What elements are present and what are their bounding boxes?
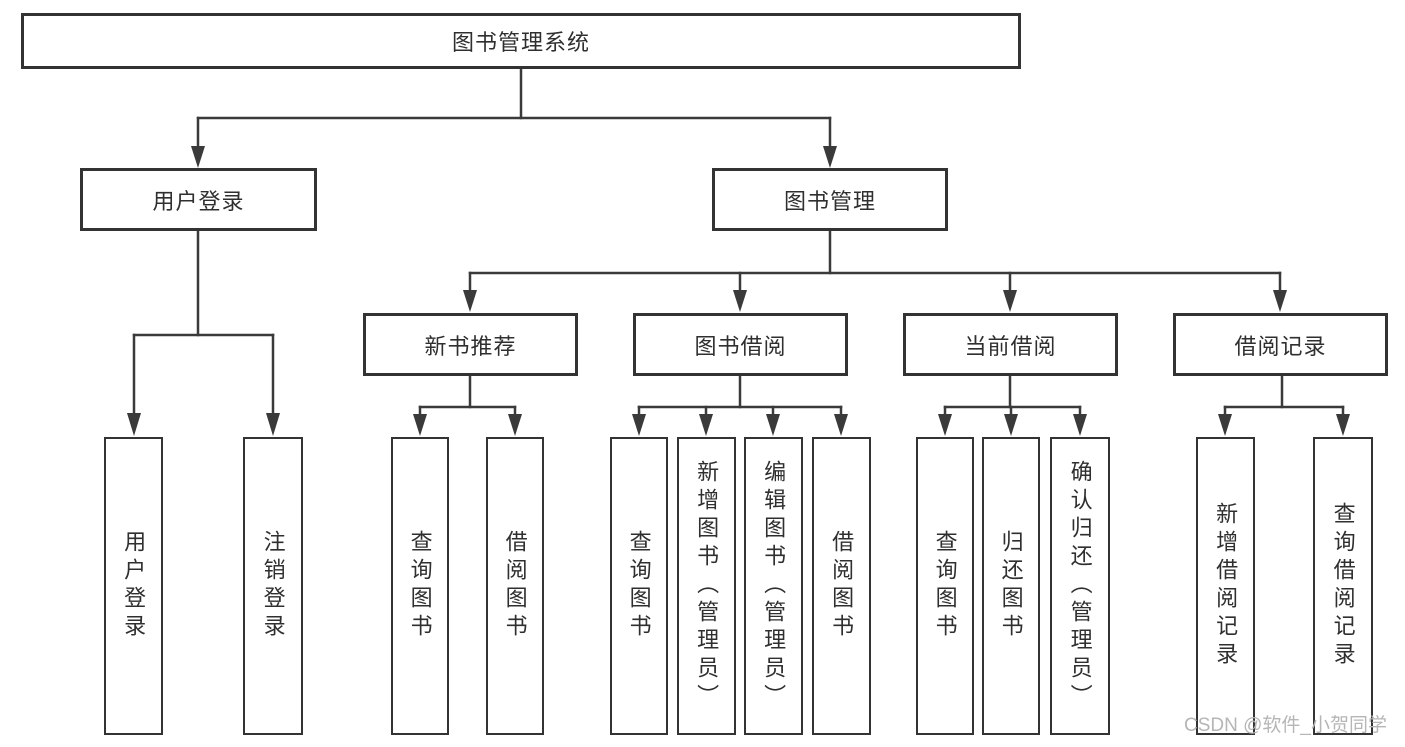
leaf-edit-book-admin-label: 编辑图书（管理员） — [761, 460, 787, 712]
leaf-query-books-borrow: 查询图书 — [610, 437, 668, 735]
node-root-label: 图书管理系统 — [451, 30, 590, 55]
node-current-borrow-label: 当前借阅 — [964, 333, 1057, 359]
leaf-borrow-books-recommend-label: 借阅图书 — [502, 530, 528, 642]
leaf-query-books-borrow-label: 查询图书 — [626, 530, 652, 642]
csdn-watermark: CSDN @软件_小贺同学 — [1184, 715, 1387, 736]
leaf-add-borrow-record: 新增借阅记录 — [1196, 437, 1255, 735]
leaf-logout-label: 注销登录 — [260, 530, 286, 642]
node-new-book-recommend-label: 新书推荐 — [424, 333, 517, 359]
leaf-query-borrow-record-label: 查询借阅记录 — [1330, 502, 1356, 670]
leaf-query-books-recommend-label: 查询图书 — [407, 530, 433, 642]
node-book-borrow: 图书借阅 — [633, 313, 848, 376]
leaf-add-borrow-record-label: 新增借阅记录 — [1213, 502, 1239, 670]
node-new-book-recommend: 新书推荐 — [363, 313, 578, 376]
leaf-query-books-current: 查询图书 — [916, 437, 974, 735]
leaf-add-book-admin-label: 新增图书（管理员） — [694, 460, 720, 712]
leaf-query-books-current-label: 查询图书 — [932, 530, 958, 642]
leaf-add-book-admin: 新增图书（管理员） — [677, 437, 736, 735]
leaf-return-books-label: 归还图书 — [998, 530, 1024, 642]
node-book-management-label: 图书管理 — [783, 188, 876, 214]
leaf-borrow-books: 借阅图书 — [812, 437, 871, 735]
leaf-query-books-recommend: 查询图书 — [391, 437, 449, 735]
arrowheads — [127, 146, 1350, 436]
node-current-borrow: 当前借阅 — [903, 313, 1118, 376]
leaf-query-borrow-record: 查询借阅记录 — [1313, 437, 1373, 735]
leaf-user-login: 用户登录 — [104, 437, 163, 735]
leaf-confirm-return-admin: 确认归还（管理员） — [1050, 437, 1110, 735]
node-borrow-records-label: 借阅记录 — [1234, 333, 1327, 359]
leaf-borrow-books-label: 借阅图书 — [829, 530, 855, 642]
node-user-login: 用户登录 — [80, 168, 317, 231]
node-borrow-records: 借阅记录 — [1173, 313, 1388, 376]
leaf-user-login-label: 用户登录 — [121, 530, 147, 642]
leaf-edit-book-admin: 编辑图书（管理员） — [744, 437, 803, 735]
leaf-borrow-books-recommend: 借阅图书 — [486, 437, 544, 735]
leaf-logout: 注销登录 — [243, 437, 303, 735]
node-book-management: 图书管理 — [712, 168, 948, 231]
leaf-return-books: 归还图书 — [982, 437, 1040, 735]
node-root: 图书管理系统 — [21, 13, 1021, 69]
node-book-borrow-label: 图书借阅 — [694, 333, 787, 359]
node-user-login-label: 用户登录 — [152, 188, 245, 214]
leaf-confirm-return-admin-label: 确认归还（管理员） — [1067, 460, 1093, 712]
